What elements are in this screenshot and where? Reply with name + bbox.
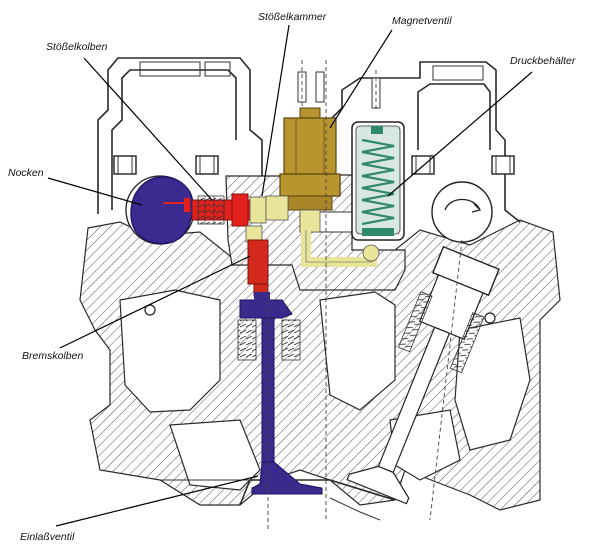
label-stoesselkammer: Stößelkammer — [258, 11, 327, 23]
exhaust-valve — [346, 245, 500, 505]
leader-lines — [47, 24, 533, 527]
label-druckbehaelter: Druckbehälter — [510, 55, 576, 67]
magnetventil-solenoid — [265, 107, 341, 233]
druckbehaelter-spring — [361, 138, 395, 226]
bolt-right — [491, 155, 515, 175]
einlassventil-intake-valve — [237, 292, 323, 495]
label-magnetventil: Magnetventil — [392, 15, 452, 27]
leader-stoesselkolben — [83, 57, 213, 201]
valve-cover-housing — [97, 57, 521, 223]
bolt-mid-left — [195, 155, 219, 175]
bolt-left — [113, 155, 137, 175]
label-stoesselkolben: Stößelkolben — [46, 41, 107, 53]
label-nocken: Nocken — [8, 167, 44, 179]
leader-einlassventil — [55, 475, 259, 527]
bolt-hole-right — [484, 312, 496, 324]
leader-magnetventil — [329, 29, 393, 129]
exhaust-cam — [429, 181, 493, 521]
nocken-cam — [125, 175, 195, 245]
exhaust-port-edge — [329, 497, 381, 521]
leader-nocken — [47, 177, 143, 206]
oil-passage — [301, 230, 380, 267]
top-fasteners — [297, 60, 381, 110]
bremskolben-brake-piston — [245, 225, 269, 297]
leader-druckbehaelter — [387, 71, 533, 197]
leader-bremskolben — [59, 255, 251, 349]
label-einlassventil: Einlaßventil — [20, 531, 75, 543]
leader-stoesselkammer — [261, 24, 290, 197]
druckbehaelter-accumulator — [351, 121, 405, 241]
label-bremskolben: Bremskolben — [22, 350, 83, 362]
nocken-lobe — [130, 176, 194, 245]
